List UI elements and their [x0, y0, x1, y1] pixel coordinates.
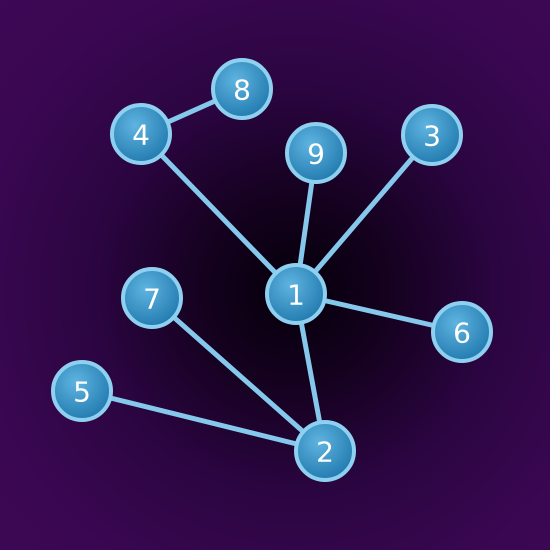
node-circle-7 — [121, 267, 183, 329]
node-circle-2 — [294, 420, 356, 482]
node-label-5: 5 — [73, 376, 91, 409]
node-circle-1 — [265, 263, 327, 325]
edge-5-2 — [79, 388, 328, 454]
edge-7-2 — [149, 295, 328, 454]
node-circle-5 — [51, 360, 113, 422]
edge-4-1 — [138, 131, 299, 297]
node-label-8: 8 — [233, 74, 251, 107]
node-9: 9 — [285, 122, 347, 184]
node-circle-8 — [211, 58, 273, 120]
node-label-3: 3 — [423, 120, 441, 153]
node-3: 3 — [401, 104, 463, 166]
node-2: 2 — [294, 420, 356, 482]
node-4: 4 — [110, 103, 172, 165]
node-layer: 1 2 3 4 5 6 7 8 9 — [51, 58, 493, 482]
node-5: 5 — [51, 360, 113, 422]
node-circle-9 — [285, 122, 347, 184]
node-label-2: 2 — [316, 436, 334, 469]
node-circle-3 — [401, 104, 463, 166]
node-label-9: 9 — [307, 138, 325, 171]
node-1: 1 — [265, 263, 327, 325]
node-label-6: 6 — [453, 317, 471, 350]
node-8: 8 — [211, 58, 273, 120]
node-circle-6 — [431, 301, 493, 363]
node-7: 7 — [121, 267, 183, 329]
edge-3-1 — [293, 132, 435, 297]
node-circle-4 — [110, 103, 172, 165]
node-label-1: 1 — [287, 279, 305, 312]
node-6: 6 — [431, 301, 493, 363]
node-label-4: 4 — [132, 119, 150, 152]
node-label-7: 7 — [143, 283, 161, 316]
